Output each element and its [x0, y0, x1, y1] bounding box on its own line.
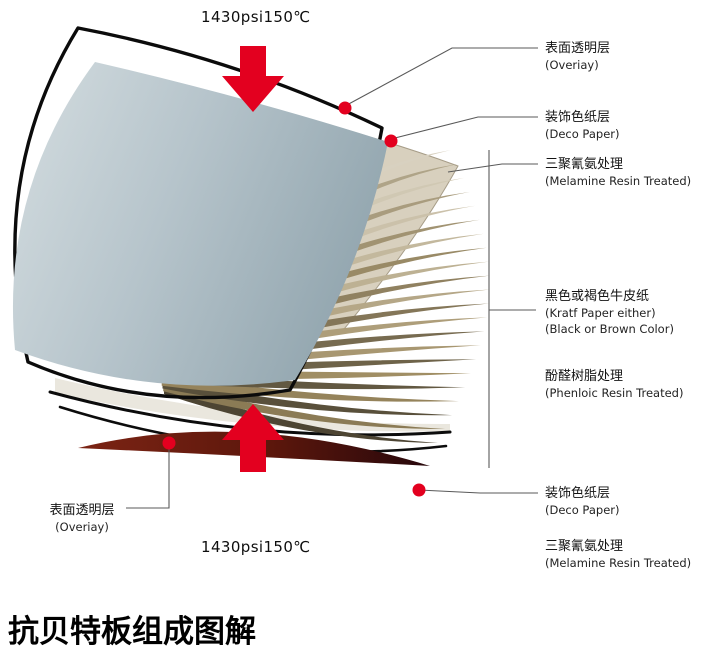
page-title: 抗贝特板组成图解	[8, 614, 256, 650]
label-kraft-en1: (Kratf Paper either)	[545, 306, 656, 320]
label-melamine-top-en: (Melamine Resin Treated)	[545, 174, 692, 188]
label-kraft-en2: (Black or Brown Color)	[545, 322, 674, 336]
overlay-bottom-marker-dot	[162, 436, 176, 450]
overlay-top-marker-dot	[338, 101, 352, 115]
pressure-label-bottom: 1430psi150℃	[201, 538, 311, 556]
deco-bottom-marker-dot	[412, 483, 426, 497]
label-deco-bottom: 装饰色纸层 (Deco Paper)	[545, 485, 620, 518]
leader-overlay-bottom	[126, 443, 170, 509]
label-phenolic-en: (Phenloic Resin Treated)	[545, 386, 684, 400]
label-melamine-bottom-en: (Melamine Resin Treated)	[545, 556, 692, 570]
leader-melamine-top	[447, 163, 538, 173]
overlay-outline	[13, 26, 384, 400]
label-phenolic: 酚醛树脂处理 (Phenloic Resin Treated)	[545, 368, 683, 401]
leader-deco-bottom	[418, 489, 538, 494]
label-overlay-top-zh: 表面透明层	[545, 41, 611, 56]
label-deco-top-en: (Deco Paper)	[545, 127, 620, 141]
label-melamine-bottom: 三聚氰氨处理 (Melamine Resin Treated)	[545, 538, 691, 571]
label-melamine-bottom-zh: 三聚氰氨处理	[545, 539, 624, 554]
label-deco-bottom-zh: 装饰色纸层	[545, 486, 611, 501]
label-overlay-bottom-en: (Overiay)	[55, 520, 109, 534]
leader-overlay-top	[344, 47, 538, 107]
label-kraft-zh: 黑色或褐色牛皮纸	[545, 289, 650, 304]
press-arrow-down-icon	[222, 46, 284, 112]
label-melamine-top-zh: 三聚氰氨处理	[545, 157, 624, 172]
overlay-sheet	[12, 62, 388, 386]
pressure-label-top: 1430psi150℃	[201, 8, 311, 26]
label-deco-top-zh: 装饰色纸层	[545, 110, 611, 125]
label-phenolic-zh: 酚醛树脂处理	[545, 369, 624, 384]
label-kraft: 黑色或褐色牛皮纸 (Kratf Paper either) (Black or …	[545, 288, 674, 337]
press-arrow-up-icon	[222, 404, 284, 472]
label-overlay-bottom-zh: 表面透明层	[49, 503, 115, 518]
leader-deco-top	[390, 116, 538, 140]
label-melamine-top: 三聚氰氨处理 (Melamine Resin Treated)	[545, 156, 691, 189]
label-overlay-bottom: 表面透明层 (Overiay)	[38, 502, 126, 535]
label-deco-bottom-en: (Deco Paper)	[545, 503, 620, 517]
deco-top-marker-dot	[384, 134, 398, 148]
label-overlay-top-en: (Overiay)	[545, 58, 599, 72]
label-overlay-top: 表面透明层 (Overiay)	[545, 40, 610, 73]
label-deco-top: 装饰色纸层 (Deco Paper)	[545, 109, 620, 142]
